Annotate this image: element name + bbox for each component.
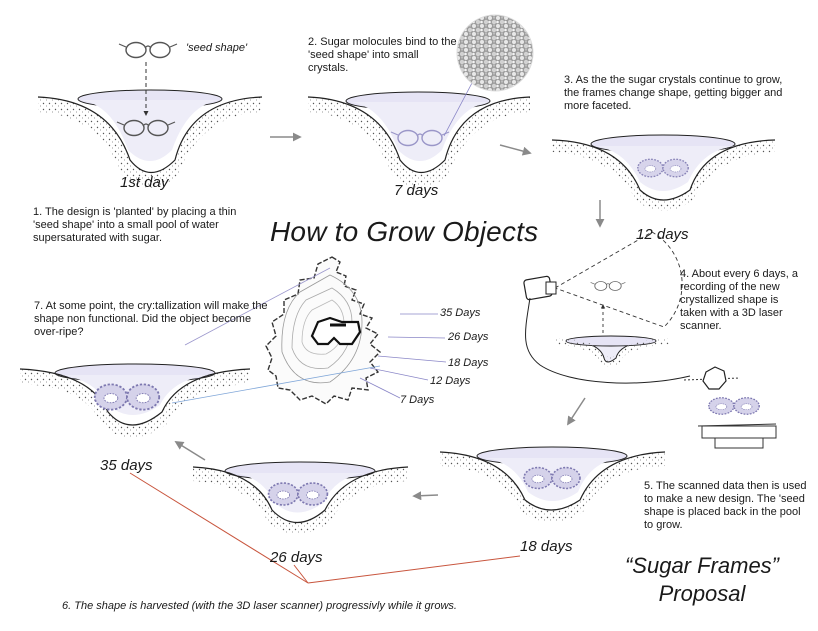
pool-18-days — [439, 446, 666, 522]
leader-line-35-days-pool — [171, 365, 381, 404]
seed-shape-glasses-icon — [118, 41, 178, 59]
pool-26-days — [192, 461, 409, 534]
stage-label-7-days: 7 days — [394, 182, 439, 199]
stage-label-18-days: 18 days — [520, 538, 573, 555]
flow-arrow-6 — [174, 441, 206, 461]
ring-label-18-days: 18 Days — [448, 357, 489, 369]
step-3-text: 3. As the the sugar crystals continue to… — [564, 74, 783, 112]
seed-shape-label: 'seed shape' — [186, 42, 248, 54]
step-1-text: 1. The design is 'planted' by placing a … — [33, 206, 237, 244]
proposal-line-2: Proposal — [658, 581, 746, 606]
harvest-lines — [129, 472, 521, 584]
flow-arrow-4 — [567, 397, 586, 426]
flow-arrow-2 — [499, 144, 532, 156]
step-4-text: 4. About every 6 days, a recording of th… — [680, 268, 799, 332]
proposal-title: “Sugar Frames” Proposal — [622, 552, 782, 608]
step-6-text: 6. The shape is harvested (with the 3D l… — [62, 600, 457, 612]
laser-scanner-diagram — [523, 231, 777, 449]
step-7-text: 7. At some point, the cry:tallization wi… — [34, 300, 268, 338]
leader-line-35-days — [184, 267, 331, 346]
pool-1st-day — [37, 89, 263, 188]
stage-label-12-days: 12 days — [636, 226, 689, 243]
growth-rings-cross-section — [265, 256, 447, 405]
proposal-line-1: “Sugar Frames” — [624, 553, 780, 578]
pool-7-days — [307, 91, 531, 188]
crystal-closeup-circle — [456, 14, 534, 92]
diagram-title: How to Grow Objects — [270, 216, 539, 247]
ring-label-26-days: 26 Days — [448, 331, 489, 343]
pool-12-days — [551, 134, 776, 211]
ring-label-7-days: 7 Days — [400, 394, 435, 406]
ring-label-35-days: 35 Days — [440, 307, 481, 319]
stage-label-1st-day: 1st day — [120, 174, 169, 191]
step-5-text: 5. The scanned data then is used to make… — [644, 480, 807, 531]
step-2-text: 2. Sugar molocules bind to the 'seed sha… — [308, 36, 457, 74]
stage-label-35-days: 35 days — [100, 457, 153, 474]
pool-35-days — [19, 363, 251, 438]
flow-arrow-5 — [412, 491, 439, 501]
ring-label-12-days: 12 Days — [430, 375, 471, 387]
stage-label-26-days: 26 days — [270, 549, 323, 566]
